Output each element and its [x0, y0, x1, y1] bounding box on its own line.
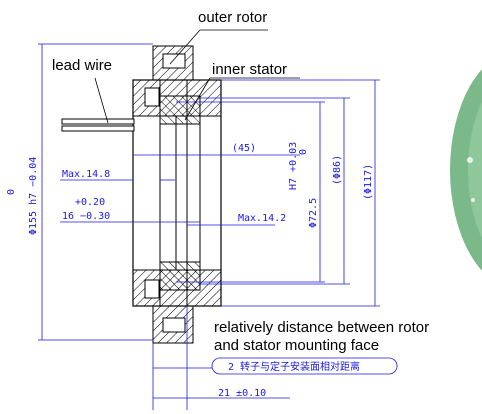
note-line-2: and stator mounting face — [214, 337, 379, 354]
inner-stator-label: inner stator — [212, 61, 287, 78]
dim-h7-zero: 0 — [298, 149, 309, 155]
dim-117: (Φ117) — [363, 164, 374, 200]
motor-photo-disc — [450, 69, 482, 271]
outer-rotor-label: outer rotor — [198, 9, 267, 26]
callout-leaders — [94, 29, 300, 124]
dim-21: 21 ±0.10 — [218, 388, 266, 399]
motor-cross-section — [61, 79, 222, 307]
dim-155-zero: 0 — [6, 189, 17, 195]
note-line-1: relatively distance between rotor — [214, 319, 429, 336]
dim-16: 16 −0.30 — [62, 211, 110, 222]
dim-72-5: Φ72.5 — [308, 198, 319, 228]
dimension-lines — [38, 43, 398, 410]
dim-tol-plus: +0.20 — [75, 197, 105, 208]
dim-h7: H7 +0.03 — [288, 142, 299, 190]
chinese-note: 2 转子与定子安装面相对距离 — [228, 360, 360, 373]
dim-155: Φ155 h7 −0.04 — [28, 157, 39, 235]
dim-max-14-2: Max.14.2 — [238, 213, 286, 224]
outer-rotor-top — [152, 45, 194, 82]
outer-rotor-bottom — [152, 304, 194, 344]
lead-wire-label: lead wire — [52, 57, 112, 74]
dim-max-14-8: Max.14.8 — [62, 169, 110, 180]
dim-86: (Φ86) — [332, 155, 343, 185]
dim-45: (45) — [232, 143, 256, 154]
